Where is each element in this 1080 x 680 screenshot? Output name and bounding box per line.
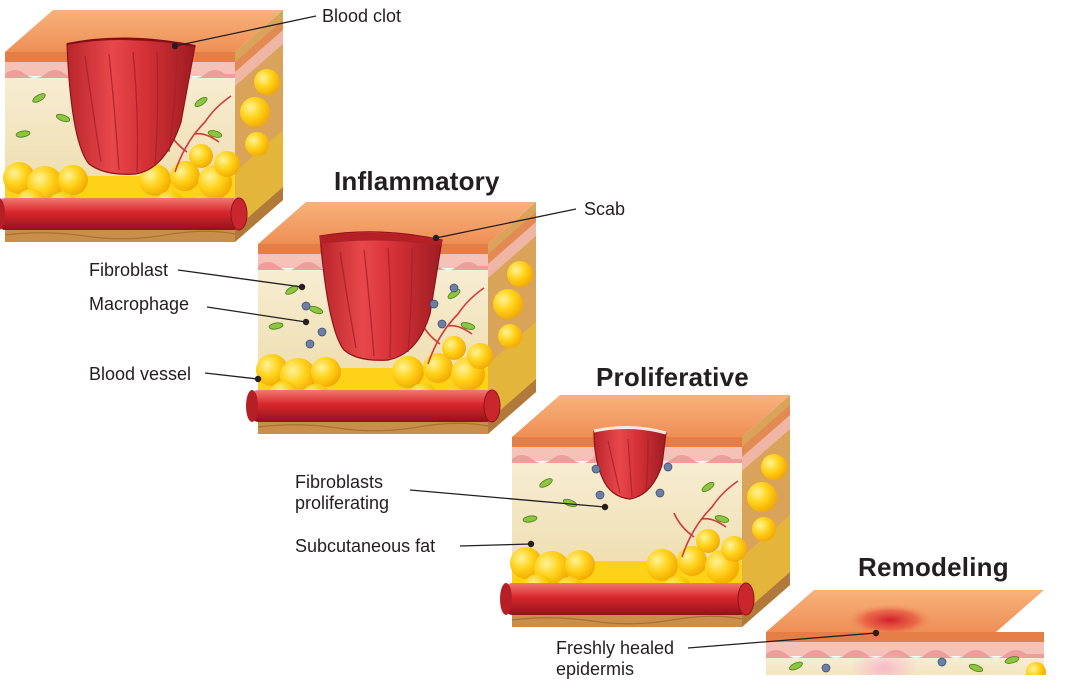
fresh-epidermis-label: Freshly healed epidermis xyxy=(556,638,674,680)
fibroblasts-proliferating-label: Fibroblasts proliferating xyxy=(295,472,389,514)
blood-vessel-label: Blood vessel xyxy=(89,364,192,384)
inflammatory-block xyxy=(245,201,537,435)
blood-clot-label: Blood clot xyxy=(322,6,402,26)
proliferative-title: Proliferative xyxy=(596,362,749,392)
subcutaneous-fat-label: Subcutaneous fat xyxy=(295,536,436,556)
leader-subcutaneous-fat xyxy=(459,543,532,547)
fibroblast-label: Fibroblast xyxy=(89,260,169,280)
fibroblasts-proliferating-line2: proliferating xyxy=(295,493,390,513)
leader-macrophage xyxy=(206,306,307,323)
fibroblasts-proliferating-line1: Fibroblasts xyxy=(295,472,384,492)
inflammatory-title: Inflammatory xyxy=(334,166,500,196)
macrophage-label: Macrophage xyxy=(89,294,190,314)
hemostasis-block xyxy=(0,9,284,243)
scab-label: Scab xyxy=(584,199,626,219)
leader-scab xyxy=(435,208,577,239)
leader-blood-vessel xyxy=(204,372,259,380)
leader-dots xyxy=(171,42,880,637)
fresh-epidermis-line1: Freshly healed xyxy=(556,638,675,658)
leader-lines xyxy=(174,15,877,649)
leader-blood-clot xyxy=(174,15,317,47)
proliferative-block xyxy=(499,394,791,628)
fresh-epidermis-line2: epidermis xyxy=(556,659,635,679)
leader-fibroblasts-proliferating xyxy=(409,489,606,508)
leader-fibroblast xyxy=(177,269,303,288)
leader-fresh-epidermis xyxy=(687,632,877,649)
remodeling-block xyxy=(766,590,1046,675)
remodeling-title: Remodeling xyxy=(858,552,1009,582)
